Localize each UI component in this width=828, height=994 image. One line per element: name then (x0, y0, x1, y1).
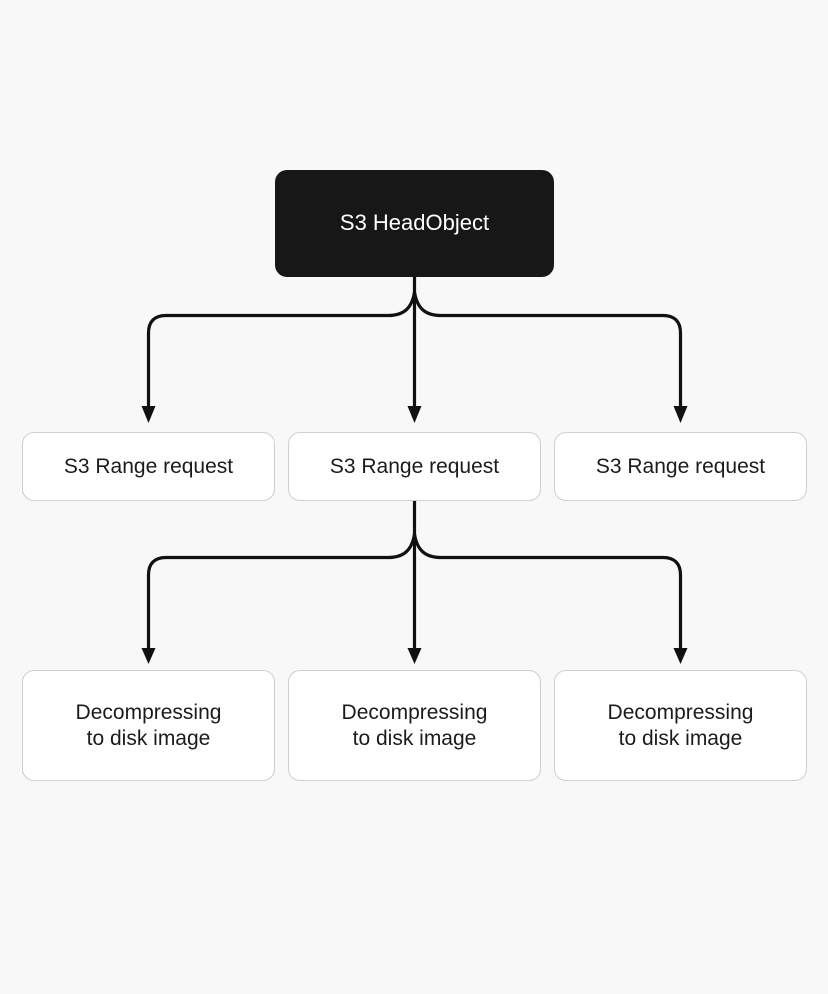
node-s3-range-request-3[interactable]: S3 Range request (554, 432, 807, 501)
node-label: Decompressing to disk image (341, 700, 488, 750)
node-decompressing-to-disk-image-3[interactable]: Decompressing to disk image (554, 670, 807, 781)
node-decompressing-to-disk-image-2[interactable]: Decompressing to disk image (288, 670, 541, 781)
node-label: S3 Range request (329, 454, 500, 478)
node-decompressing-to-disk-image-1[interactable]: Decompressing to disk image (22, 670, 275, 781)
edge-root-to-range-2 (412, 291, 683, 406)
node-s3-range-request-2[interactable]: S3 Range request (288, 432, 541, 501)
node-s3-headobject[interactable]: S3 HeadObject (275, 170, 554, 277)
arrowhead-icon (407, 648, 422, 664)
arrowhead-icon (141, 648, 156, 664)
node-label: S3 Range request (63, 454, 234, 478)
edge-range-1-to-decomp-0 (146, 533, 417, 648)
node-label: S3 HeadObject (339, 210, 490, 236)
edge-root-to-range-0 (146, 291, 417, 406)
node-label: S3 Range request (595, 454, 766, 478)
arrowhead-icon (407, 406, 422, 423)
node-label: Decompressing to disk image (607, 700, 754, 750)
node-label: Decompressing to disk image (75, 700, 222, 750)
arrowhead-icon (141, 406, 156, 423)
arrowhead-icon (673, 648, 688, 664)
node-s3-range-request-1[interactable]: S3 Range request (22, 432, 275, 501)
arrowhead-icon (673, 406, 688, 423)
edge-range-1-to-decomp-2 (412, 533, 683, 648)
